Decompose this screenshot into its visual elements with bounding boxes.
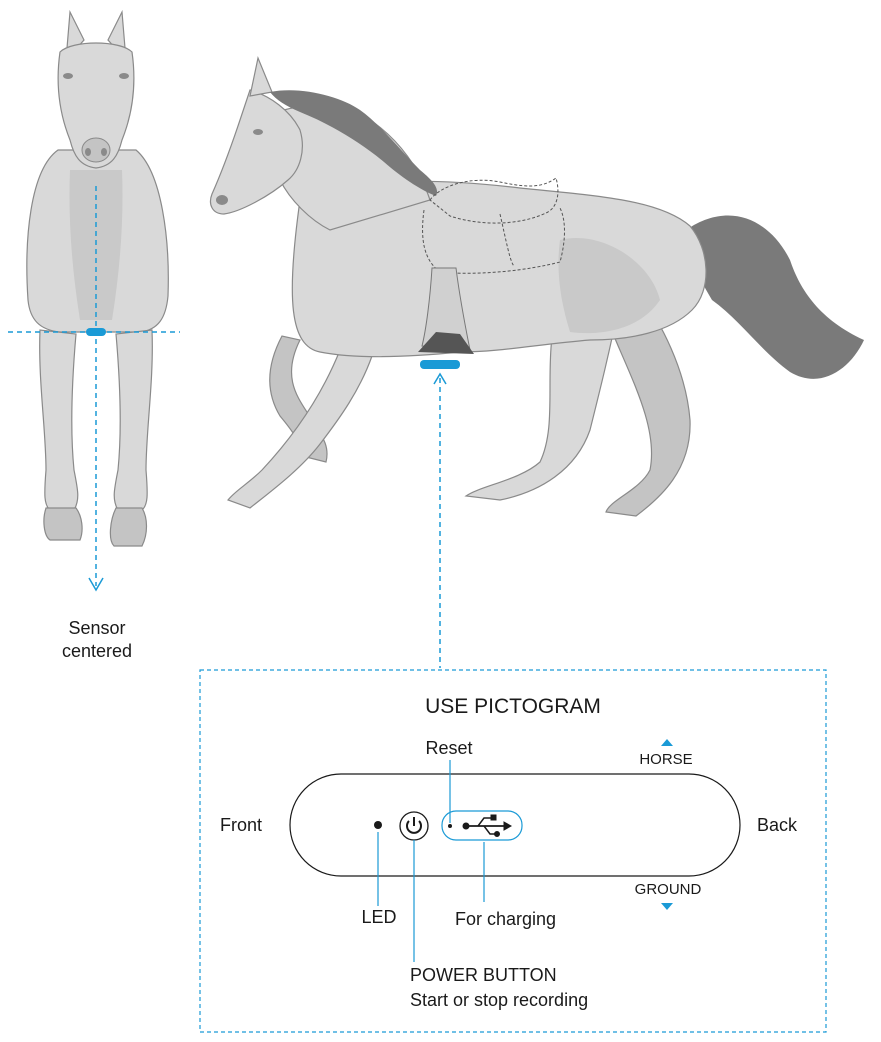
pictogram-title: USE PICTOGRAM	[425, 695, 601, 718]
horse-label: HORSE	[639, 751, 693, 768]
arrow-up-icon	[661, 739, 673, 746]
charging-label: For charging	[455, 909, 557, 929]
front-view-horse	[26, 9, 169, 547]
pictogram-frame	[199, 669, 827, 1033]
arrow-down-icon	[661, 903, 673, 910]
reset-dot-icon[interactable]	[448, 824, 452, 828]
power-button-title: POWER BUTTON	[410, 965, 557, 985]
led-label: LED	[361, 907, 397, 927]
ground-label: GROUND	[634, 881, 702, 898]
sensor-front-view	[86, 328, 106, 336]
sensor-caption: Sensor centered	[62, 617, 132, 663]
arrow-down-icon	[88, 577, 104, 592]
arrow-up-icon	[433, 372, 447, 385]
power-icon[interactable]	[399, 811, 429, 841]
sensor-caption-line2: centered	[61, 641, 133, 661]
led-dot-icon	[374, 821, 382, 829]
reset-label: Reset	[425, 738, 473, 758]
sensor-caption-line1: Sensor	[68, 618, 126, 638]
back-label: Back	[757, 815, 798, 835]
sensor-outline	[289, 773, 741, 877]
usb-icon	[462, 814, 513, 837]
power-button-description: Start or stop recording	[410, 990, 589, 1010]
side-view-horse	[209, 55, 864, 517]
front-label: Front	[220, 815, 263, 835]
sensor-side-view	[420, 360, 460, 369]
usb-port[interactable]	[441, 810, 523, 841]
